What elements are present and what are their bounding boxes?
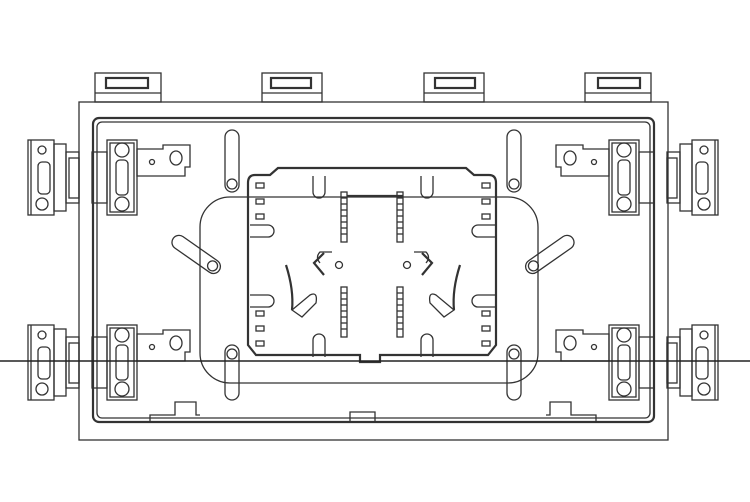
splice-comb xyxy=(396,286,404,338)
splice-comb xyxy=(396,191,404,243)
housing-inner xyxy=(91,116,656,424)
housing-outer xyxy=(78,101,669,441)
left-half xyxy=(28,73,343,422)
right-half xyxy=(404,73,719,422)
splice-comb xyxy=(340,191,348,243)
splice-comb xyxy=(340,286,348,338)
splice-tray xyxy=(246,166,498,364)
